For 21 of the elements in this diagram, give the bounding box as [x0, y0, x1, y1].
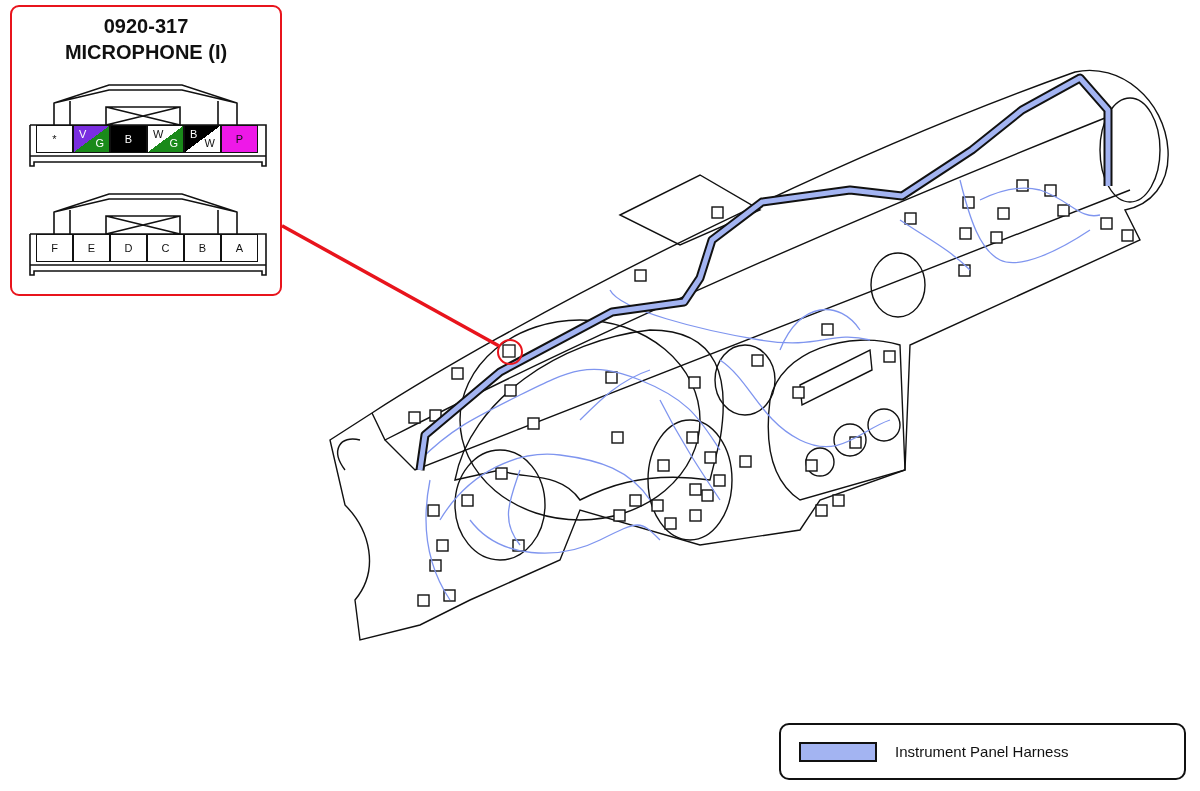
wire-color-code: G	[169, 138, 178, 149]
wire-color-code: W	[153, 129, 164, 140]
wire-color-code: *	[51, 134, 58, 145]
wire-color-code: P	[234, 134, 245, 145]
pin-letter: B	[197, 243, 208, 254]
connector-number: 0920-317	[102, 15, 190, 38]
wire-color-code: G	[95, 138, 104, 149]
wire-color-code: B	[123, 134, 134, 145]
wire-color-code: V	[79, 129, 87, 140]
pin-letter: F	[50, 243, 59, 254]
callout-circle	[497, 339, 523, 365]
connector-title: MICROPHONE (I)	[63, 41, 229, 64]
leader-line	[281, 224, 500, 348]
pin-letter: A	[234, 243, 245, 254]
wire-color-code: B	[190, 129, 198, 140]
legend-label: Instrument Panel Harness	[895, 743, 1069, 760]
pin-letter: C	[160, 243, 171, 254]
pin-letter: D	[123, 243, 134, 254]
connector-callout-panel	[10, 5, 282, 296]
wire-color-code: W	[204, 138, 215, 149]
pin-letter: E	[86, 243, 97, 254]
